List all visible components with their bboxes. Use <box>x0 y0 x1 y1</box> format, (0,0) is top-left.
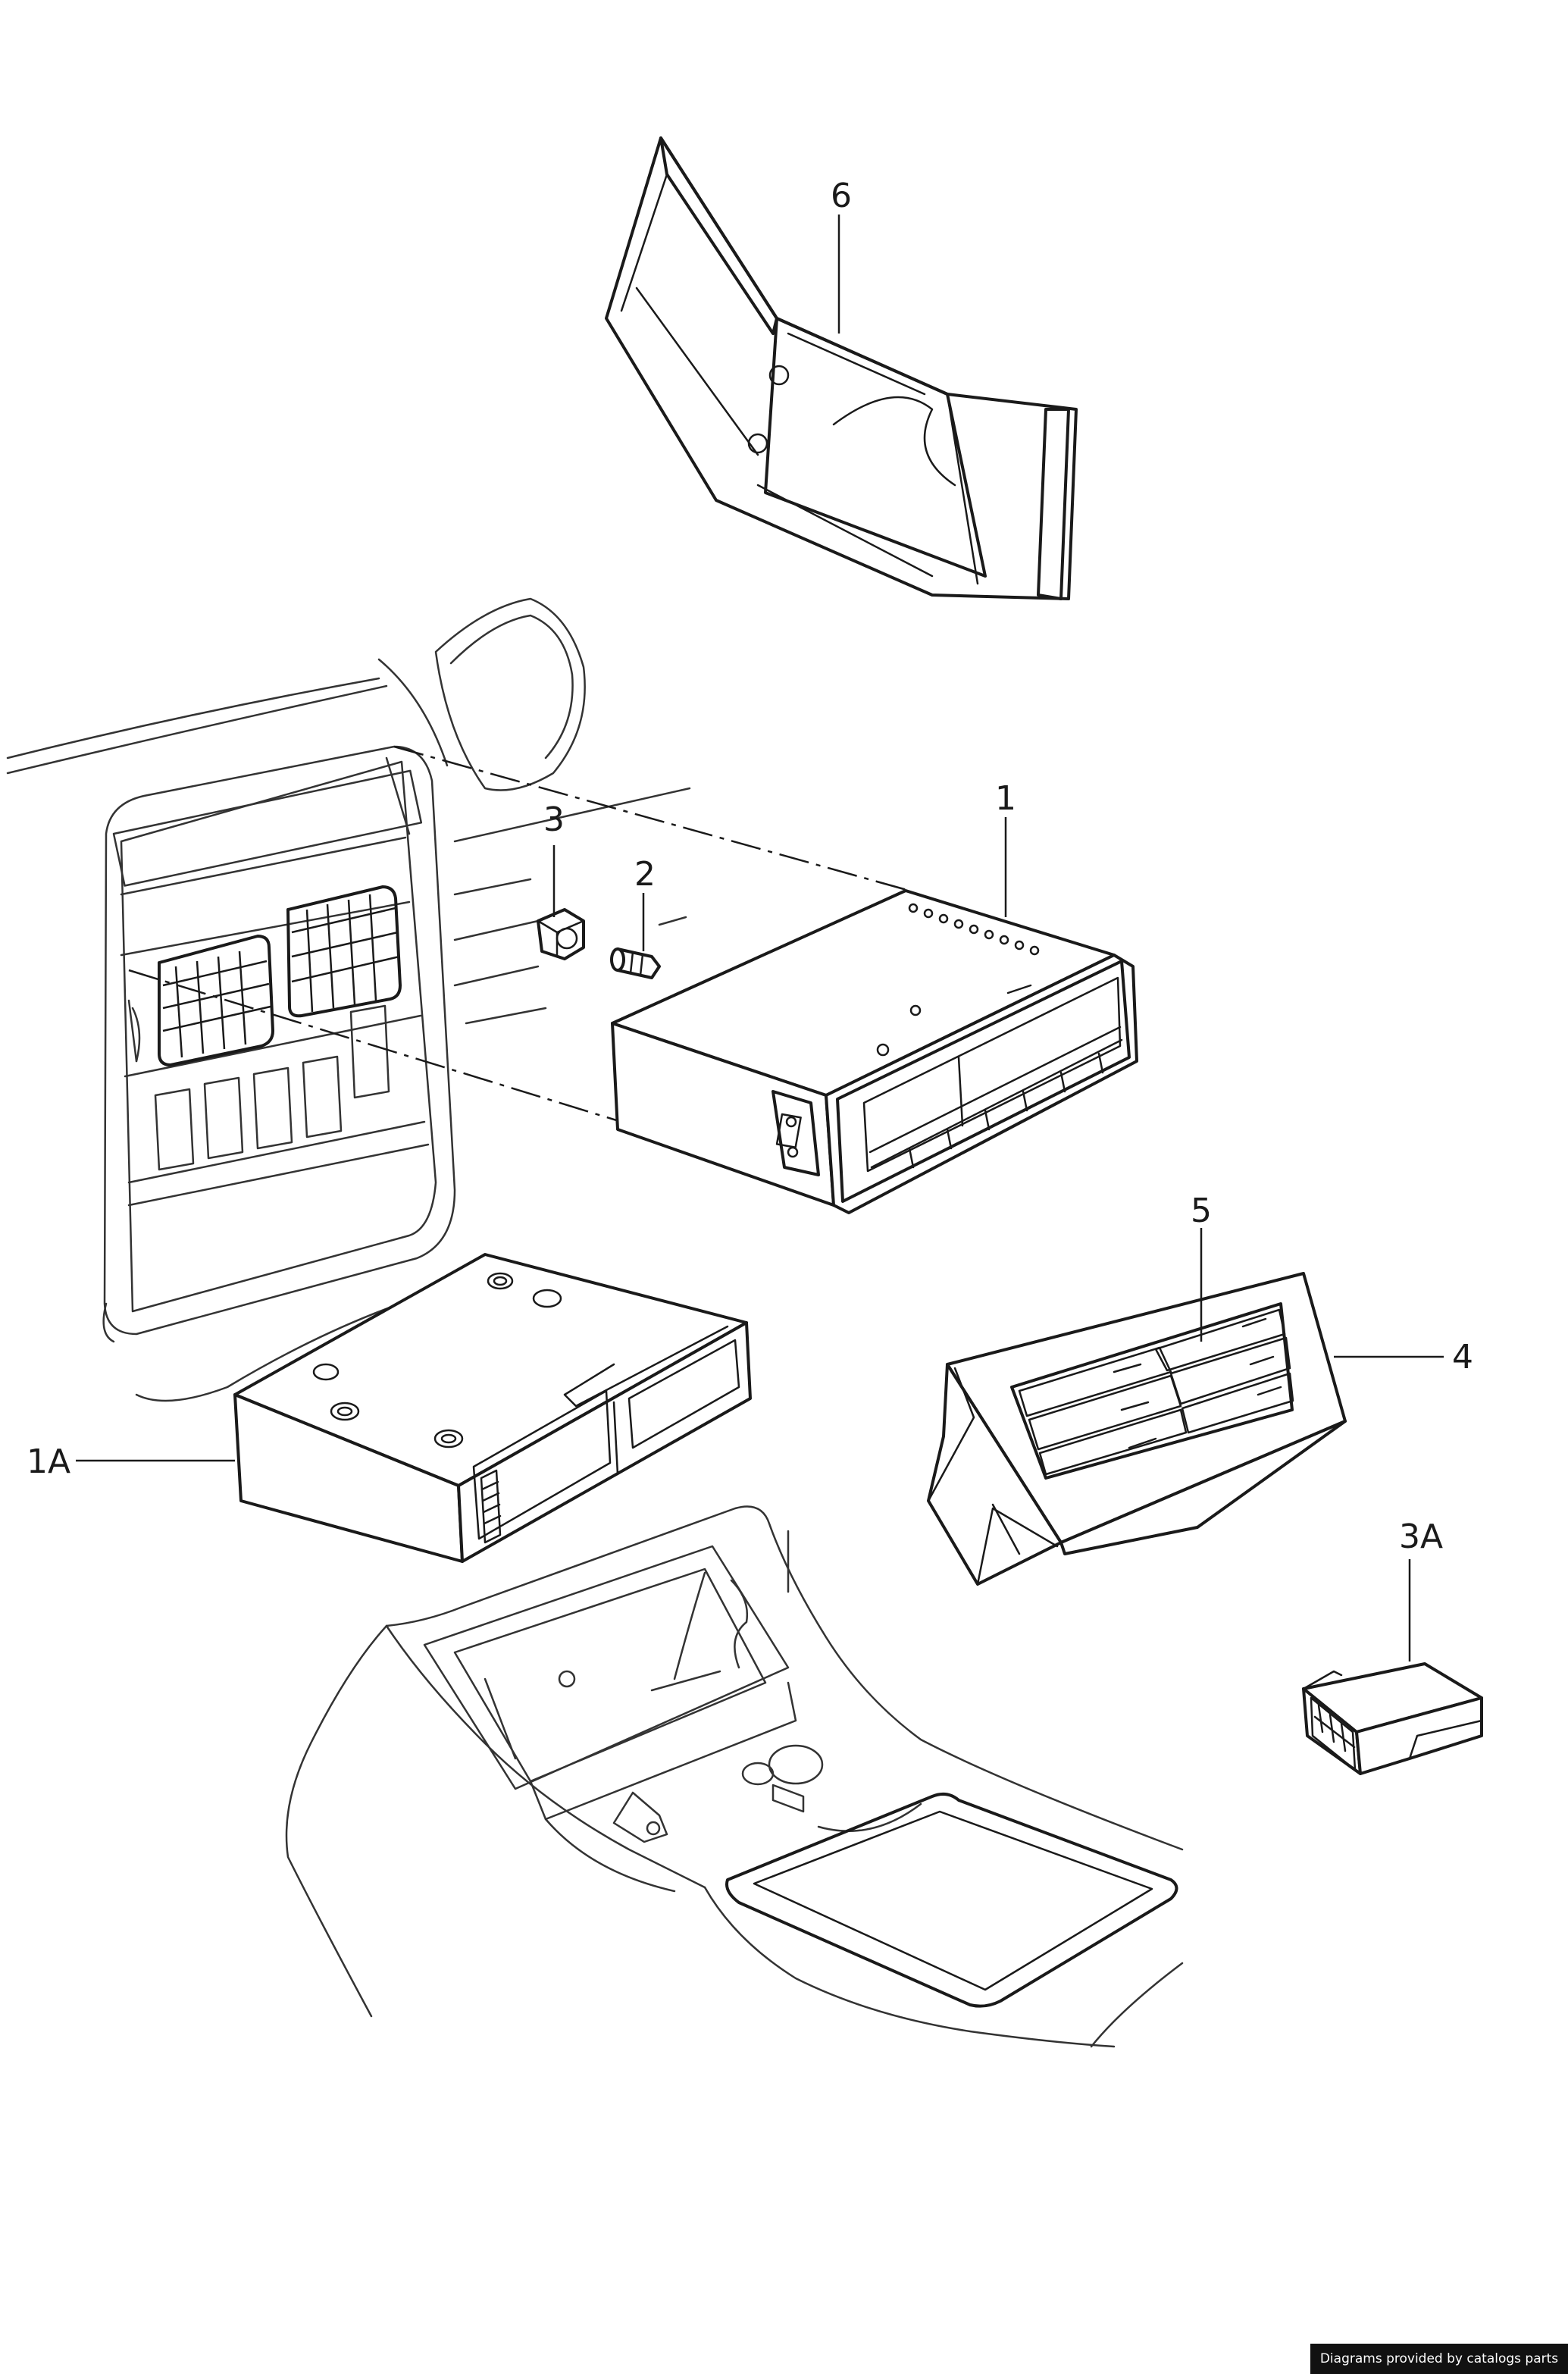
callout-6[interactable]: 6 <box>831 177 852 215</box>
callout-1a[interactable]: 1A <box>27 1442 70 1481</box>
part-3a-connector[interactable] <box>1302 1662 1483 1775</box>
callout-2[interactable]: 2 <box>634 855 656 894</box>
part-6-wallet[interactable] <box>605 136 1078 600</box>
part-3-clip[interactable] <box>537 908 585 960</box>
switch-row <box>154 1004 390 1171</box>
credit-banner: Diagrams provided by catalogs parts <box>1310 2344 1568 2374</box>
callout-3a[interactable]: 3A <box>1399 1517 1443 1556</box>
part-2-bolt[interactable] <box>610 947 661 979</box>
callout-3[interactable]: 3 <box>543 800 565 839</box>
callout-leaders <box>76 215 1444 1661</box>
dashboard-fascia <box>6 597 691 1402</box>
part-1a-changer[interactable] <box>233 1253 752 1563</box>
vent-right <box>286 885 402 1018</box>
callout-1[interactable]: 1 <box>995 779 1016 818</box>
callout-5[interactable]: 5 <box>1191 1192 1212 1230</box>
part-1-radio[interactable] <box>611 889 1138 1214</box>
vent-left <box>158 935 274 1066</box>
callout-4[interactable]: 4 <box>1452 1338 1473 1376</box>
alignment-lines <box>128 745 910 1123</box>
center-console <box>285 1505 1184 2048</box>
part-4-housing[interactable] <box>927 1272 1347 1586</box>
